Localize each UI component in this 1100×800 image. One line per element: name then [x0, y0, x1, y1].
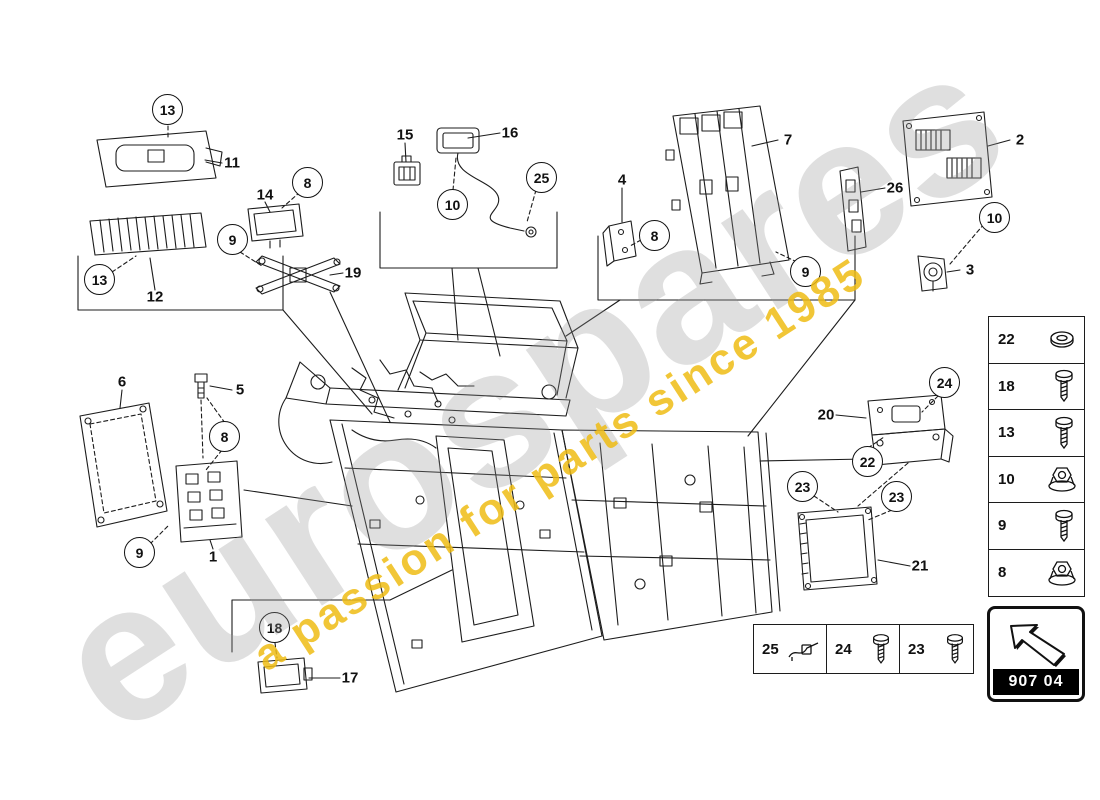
- fastener-number: 8: [998, 564, 1007, 582]
- part-number-label[interactable]: 14: [256, 186, 274, 204]
- fastener-number: 9: [998, 517, 1007, 535]
- callout-label: 23: [794, 478, 811, 495]
- part-number-label[interactable]: 20: [817, 406, 835, 424]
- car-chassis-drawing: [278, 292, 781, 693]
- callout-label: 8: [303, 174, 312, 191]
- washer-icon: [1050, 331, 1074, 348]
- part-15-drawing: [393, 155, 421, 186]
- part-2-drawing: [902, 111, 993, 207]
- part-number-label[interactable]: 12: [146, 288, 164, 306]
- callout-circle[interactable]: 25: [526, 162, 557, 193]
- part-19-drawing: [255, 255, 341, 295]
- part-16-drawing: [436, 127, 537, 238]
- part-26-drawing: [839, 166, 867, 252]
- callout-label: 13: [91, 271, 108, 288]
- part-number-label[interactable]: 21: [911, 557, 929, 575]
- part-7-drawing: [665, 105, 790, 285]
- part-number-label[interactable]: 7: [783, 131, 793, 149]
- part-number-label[interactable]: 17: [341, 669, 359, 687]
- callout-label: 24: [936, 374, 953, 391]
- fastener-row[interactable]: 22: [989, 317, 1084, 364]
- fastener-number: 18: [998, 377, 1015, 395]
- fastener-number: 22: [998, 331, 1015, 349]
- part-number-label[interactable]: 4: [617, 171, 627, 189]
- hardware-cell[interactable]: 23: [900, 625, 973, 673]
- callout-label: 18: [266, 619, 283, 636]
- fastener-number: 24: [835, 640, 852, 658]
- callout-circle[interactable]: 22: [852, 446, 883, 477]
- back-arrow-icon: [1010, 624, 1066, 667]
- fastener-number: 23: [908, 640, 925, 658]
- callout-circle[interactable]: 8: [292, 167, 323, 198]
- leader-lines: [77, 132, 1011, 679]
- part-number-label[interactable]: 5: [235, 381, 245, 399]
- callout-label: 10: [986, 209, 1003, 226]
- part-21-drawing: [797, 506, 878, 591]
- screw-icon: [873, 634, 889, 664]
- screw-icon: [1055, 370, 1073, 403]
- part-number-label[interactable]: 1: [208, 548, 218, 566]
- screw-icon: [947, 634, 963, 664]
- callout-label: 25: [533, 169, 550, 186]
- callout-label: 8: [220, 428, 229, 445]
- callout-label: 13: [159, 101, 176, 118]
- callout-circle[interactable]: 18: [259, 612, 290, 643]
- callout-circle[interactable]: 8: [209, 421, 240, 452]
- part-3-drawing: [917, 255, 948, 292]
- screw-icon: [1055, 416, 1073, 449]
- callout-circle[interactable]: 23: [787, 471, 818, 502]
- part-4-drawing: [602, 220, 637, 267]
- part-11-drawing: [96, 130, 223, 188]
- part-5-drawing: [194, 373, 208, 399]
- callout-label: 23: [888, 488, 905, 505]
- fastener-row[interactable]: 13: [989, 410, 1084, 457]
- callout-label: 9: [135, 544, 144, 561]
- fastener-row[interactable]: 18: [989, 364, 1084, 410]
- page-code-label: 907 04: [993, 669, 1079, 695]
- callout-circle[interactable]: 23: [881, 481, 912, 512]
- part-number-label[interactable]: 26: [886, 179, 904, 197]
- callout-circle[interactable]: 8: [639, 220, 670, 251]
- flange-nut-icon: [1048, 467, 1076, 492]
- callout-circle[interactable]: 13: [84, 264, 115, 295]
- screw-icon: [1055, 509, 1073, 542]
- part-number-label[interactable]: 19: [344, 264, 362, 282]
- fastener-row[interactable]: 9: [989, 503, 1084, 550]
- part-number-label[interactable]: 2: [1015, 131, 1025, 149]
- page-code-box[interactable]: 907 04: [987, 606, 1085, 702]
- part-1-drawing: [175, 460, 243, 543]
- callout-label: 8: [650, 227, 659, 244]
- hardware-cell[interactable]: 25: [754, 625, 827, 673]
- fastener-reference-table: 22 18 13 10: [988, 316, 1085, 597]
- part-number-label[interactable]: 6: [117, 373, 127, 391]
- callout-label: 22: [859, 453, 876, 470]
- callout-label: 9: [801, 263, 810, 280]
- callout-circle[interactable]: 9: [124, 537, 155, 568]
- callout-circle[interactable]: 9: [790, 256, 821, 287]
- part-6-drawing: [79, 402, 168, 528]
- part-14-drawing: [247, 203, 304, 249]
- harness-clip-icon: [788, 642, 819, 661]
- flange-nut-icon: [1048, 561, 1076, 586]
- part-number-label[interactable]: 3: [965, 261, 975, 279]
- part-number-label[interactable]: 15: [396, 126, 414, 144]
- fastener-number: 10: [998, 470, 1015, 488]
- part-number-label[interactable]: 16: [501, 124, 519, 142]
- fastener-row[interactable]: 8: [989, 550, 1084, 597]
- hardware-cell[interactable]: 24: [827, 625, 900, 673]
- fastener-number: 13: [998, 424, 1015, 442]
- hardware-strip-table: 25 24 23: [753, 624, 974, 674]
- callout-circle[interactable]: 9: [217, 224, 248, 255]
- part-17-drawing: [257, 657, 313, 694]
- callout-circle[interactable]: 10: [979, 202, 1010, 233]
- callout-label: 10: [444, 196, 461, 213]
- fastener-row[interactable]: 10: [989, 457, 1084, 503]
- callout-circle[interactable]: 10: [437, 189, 468, 220]
- fastener-number: 25: [762, 640, 779, 658]
- part-number-label[interactable]: 11: [224, 154, 240, 172]
- callout-label: 9: [228, 231, 237, 248]
- part-12-drawing: [89, 212, 207, 256]
- callout-circle[interactable]: 24: [929, 367, 960, 398]
- callout-circle[interactable]: 13: [152, 94, 183, 125]
